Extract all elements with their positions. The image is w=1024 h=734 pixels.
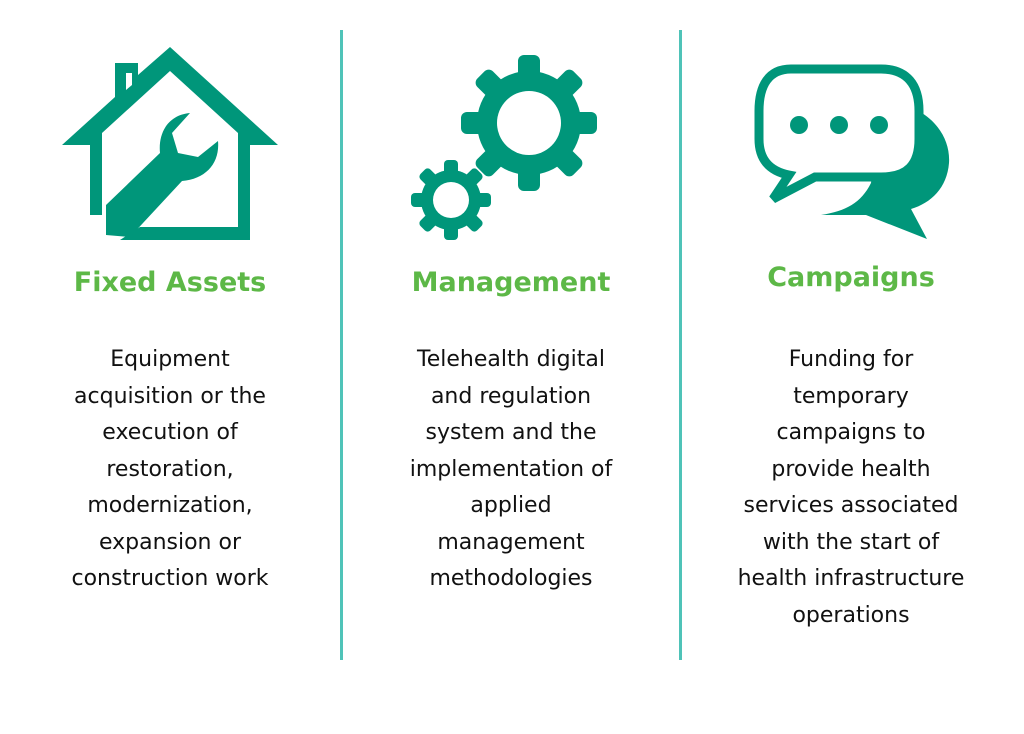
column-title: Management (411, 267, 611, 298)
description-line: applied (470, 493, 552, 518)
description-line: provide health (771, 456, 931, 482)
house-wrench-icon (62, 47, 278, 240)
column-description: Equipment acquisition or the execution o… (10, 342, 330, 598)
column-description: Funding for temporary campaigns to provi… (691, 342, 1011, 634)
description-line: acquisition or the (74, 383, 266, 409)
description-line: and regulation (430, 383, 592, 409)
column-divider (340, 30, 343, 660)
description-line: construction work (71, 566, 269, 591)
description-line: Telehealth digital (417, 347, 605, 372)
description-line: campaigns to (776, 420, 926, 445)
description-line: services associated (743, 493, 959, 518)
column-title: Campaigns (767, 262, 935, 293)
description-line: modernization, (87, 493, 253, 518)
description-line: with the start of (762, 529, 940, 555)
description-line: restoration, (106, 456, 234, 482)
description-line: system and the (425, 420, 597, 445)
gears-icon (411, 55, 597, 240)
description-line: temporary (793, 383, 909, 409)
description-line: operations (792, 602, 910, 628)
description-line: implementation of (409, 456, 613, 482)
column-title: Fixed Assets (73, 267, 267, 298)
description-line: methodologies (429, 566, 593, 591)
chat-bubbles-icon (754, 64, 950, 239)
column-divider (679, 30, 682, 660)
description-line: expansion or (98, 529, 242, 555)
description-line: Equipment (110, 347, 230, 372)
description-line: management (437, 529, 585, 555)
description-line: Funding for (788, 347, 914, 372)
column-description: Telehealth digital and regulation system… (351, 342, 671, 598)
description-line: execution of (102, 420, 238, 445)
description-line: health infrastructure (737, 566, 965, 591)
